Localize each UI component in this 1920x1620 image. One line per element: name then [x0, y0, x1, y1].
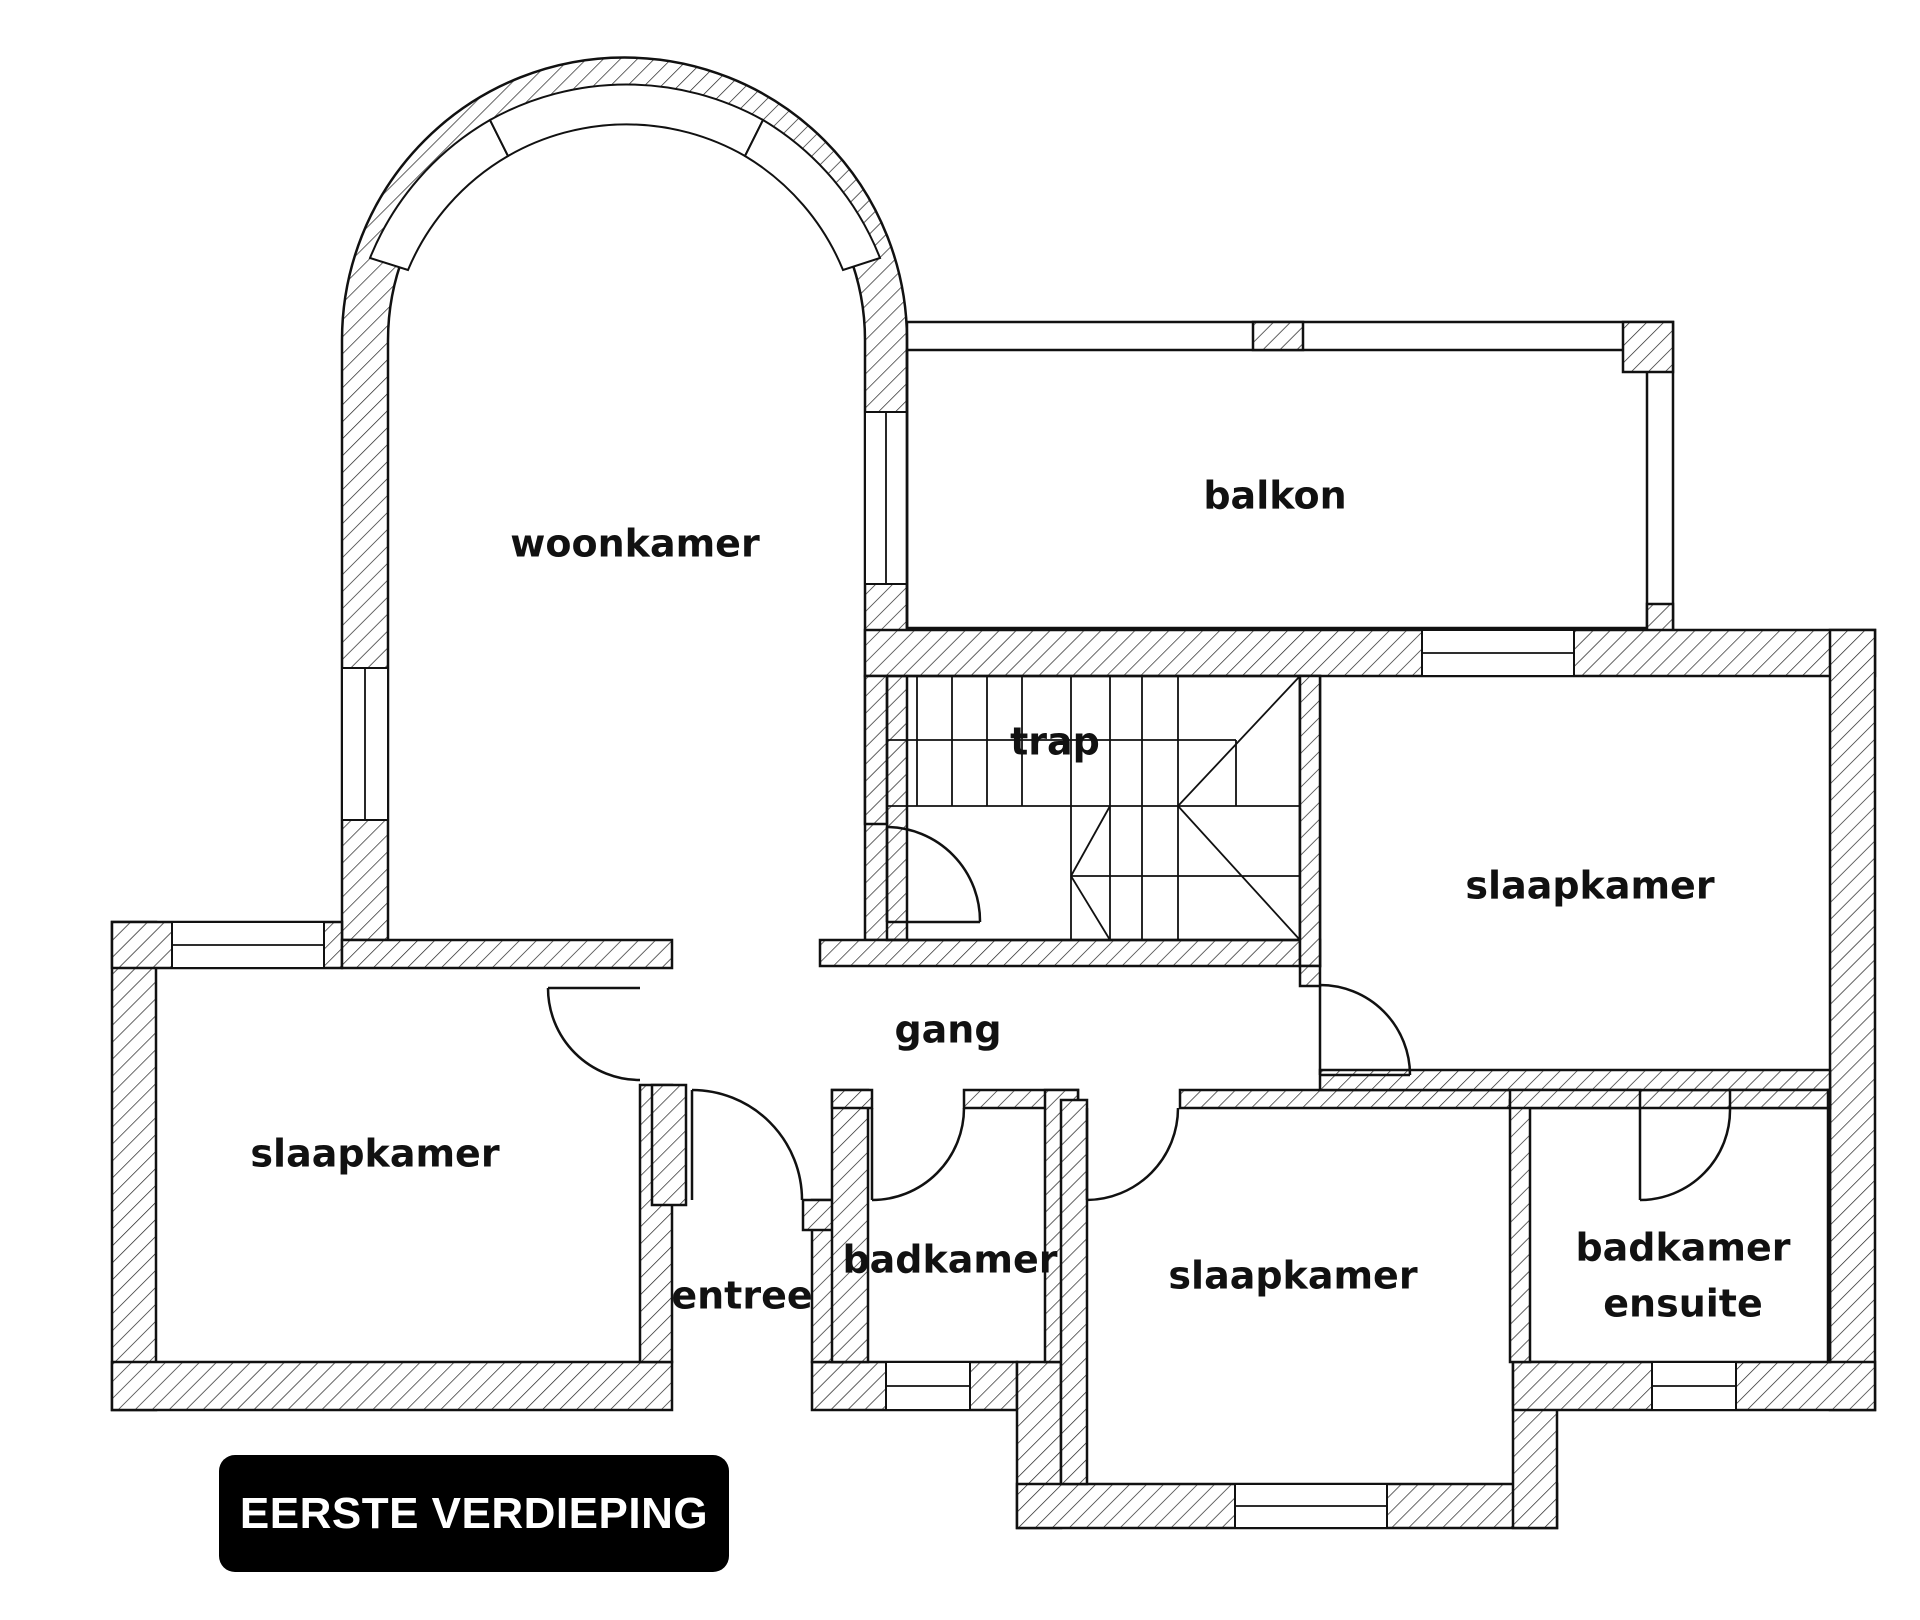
interior-walls — [638, 674, 1832, 1486]
label-slaapkamer-left: slaapkamer — [250, 1132, 499, 1176]
label-slaapkamer-right: slaapkamer — [1465, 864, 1714, 908]
label-badkamer: badkamer — [842, 1238, 1057, 1282]
balkon-walls — [905, 320, 1675, 634]
label-badkamer-ensuite-2: ensuite — [1603, 1282, 1762, 1326]
tower-windows — [341, 83, 908, 821]
room-labels: woonkamer balkon trap slaapkamer gang sl… — [250, 474, 1790, 1326]
label-slaapkamer-bottom: slaapkamer — [1168, 1254, 1417, 1298]
label-gang: gang — [894, 1008, 1001, 1052]
label-entree: entree — [671, 1274, 812, 1318]
label-woonkamer: woonkamer — [510, 522, 760, 566]
label-badkamer-ensuite-1: badkamer — [1575, 1226, 1790, 1270]
outer-windows — [171, 629, 1737, 1529]
floor-label-badge: EERSTE VERDIEPING — [219, 1455, 729, 1572]
label-trap: trap — [1010, 720, 1100, 764]
label-balkon: balkon — [1203, 474, 1346, 518]
doors — [546, 825, 1732, 1202]
floor-label-text: EERSTE VERDIEPING — [239, 1488, 709, 1538]
